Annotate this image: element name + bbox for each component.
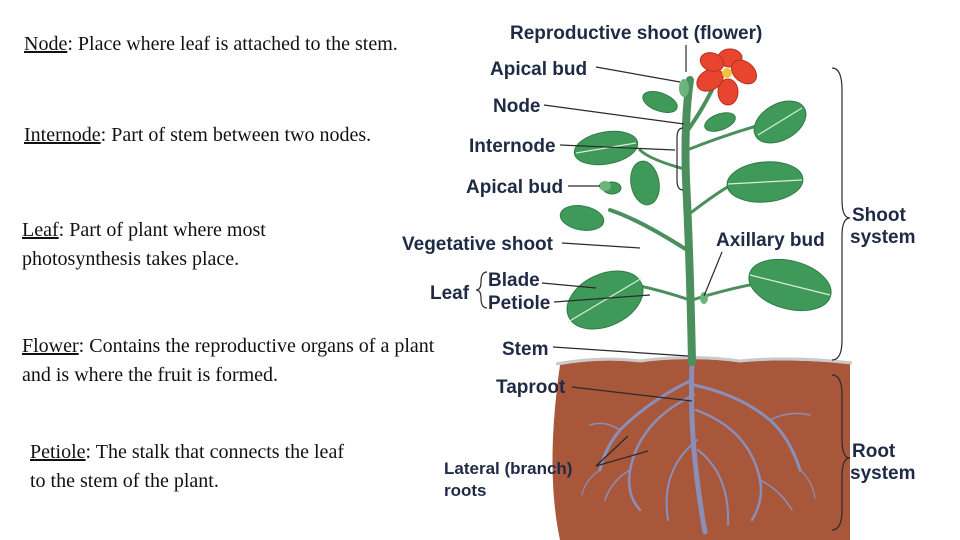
label-vegetative-shoot: Vegetative shoot [402, 234, 554, 255]
stem-drawing [608, 76, 782, 366]
definition-leaf-text: : Part of plant where most photosynthesi… [22, 219, 266, 270]
definition-internode-text: : Part of stem between two nodes. [100, 124, 372, 146]
flower-drawing [696, 48, 758, 106]
label-shoot-system-line2: system [850, 227, 916, 248]
label-taproot: Taproot [496, 377, 566, 398]
plant-diagram: Reproductive shoot (flower) Apical bud N… [402, 23, 916, 540]
term-internode: Internode [24, 124, 101, 146]
term-flower: Flower [22, 335, 79, 357]
definition-node: Node: Place where leaf is attached to th… [24, 30, 444, 59]
leaf-brace [475, 271, 488, 309]
label-petiole: Petiole [488, 293, 550, 314]
label-apical-bud-side: Apical bud [466, 177, 563, 198]
label-leaf: Leaf [430, 283, 470, 304]
leader-lines [541, 45, 723, 467]
label-node: Node [493, 96, 541, 117]
definition-node-text: : Place where leaf is attached to the st… [67, 33, 398, 55]
definition-leaf: Leaf: Part of plant where most photosynt… [22, 216, 342, 274]
internode-bracket [676, 127, 684, 191]
term-node: Node [24, 33, 68, 55]
buds-drawing [599, 79, 708, 304]
definition-flower: Flower: Contains the reproductive organs… [22, 332, 437, 390]
definition-petiole: Petiole: The stalk that connects the lea… [30, 438, 350, 496]
label-blade: Blade [488, 270, 540, 291]
leaf-veins [567, 107, 831, 323]
label-internode: Internode [469, 136, 556, 157]
label-root-system-line1: Root [852, 441, 896, 462]
shoot-system-brace [831, 67, 851, 361]
root-system-brace [831, 374, 851, 531]
label-lateral-roots-line2: roots [444, 481, 487, 500]
leaves-drawing [559, 91, 832, 330]
term-petiole: Petiole [30, 441, 86, 463]
label-axillary-bud: Axillary bud [716, 230, 825, 251]
label-shoot-system-line1: Shoot [852, 205, 906, 226]
label-root-system-line2: system [850, 463, 916, 484]
label-stem: Stem [502, 339, 548, 360]
label-apical-bud-top: Apical bud [490, 59, 587, 80]
definition-flower-text: : Contains the reproductive organs of a … [22, 335, 435, 386]
label-reproductive-shoot: Reproductive shoot (flower) [510, 23, 762, 44]
soil [552, 359, 850, 540]
definition-internode: Internode: Part of stem between two node… [24, 121, 389, 150]
label-lateral-roots-line1: Lateral (branch) [444, 459, 572, 478]
term-leaf: Leaf [22, 219, 59, 241]
root-system-drawing [581, 359, 816, 535]
definition-petiole-text: : The stalk that connects the leaf to th… [30, 441, 344, 492]
